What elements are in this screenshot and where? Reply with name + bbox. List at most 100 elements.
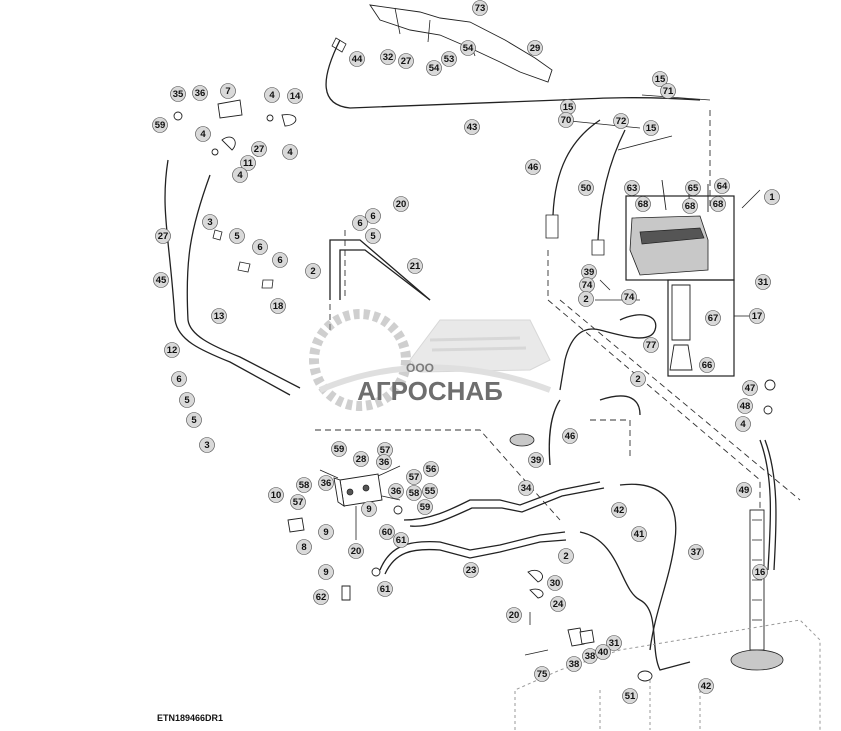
callout-number: 67 [708, 313, 719, 324]
pipe-21 [329, 239, 431, 301]
callout-16: 16 [752, 564, 768, 580]
machine-outline [514, 619, 821, 730]
callout-48: 48 [737, 398, 753, 414]
callout-number: 42 [701, 681, 712, 692]
callout-number: 2 [635, 374, 640, 385]
callout-14: 14 [287, 88, 303, 104]
callout-4: 4 [264, 87, 280, 103]
callout-number: 57 [380, 445, 391, 456]
callout-number: 68 [713, 199, 724, 210]
callout-number: 64 [717, 181, 728, 192]
callout-36: 36 [192, 85, 208, 101]
callout-47: 47 [742, 380, 758, 396]
callout-54: 54 [426, 60, 442, 76]
callout-number: 59 [155, 120, 166, 131]
callout-11: 11 [240, 155, 256, 171]
callout-12: 12 [164, 342, 180, 358]
callout-number: 60 [382, 527, 393, 538]
callout-58: 58 [406, 485, 422, 501]
callout-36: 36 [376, 454, 392, 470]
callout-number: 42 [614, 505, 625, 516]
callout-39: 39 [528, 452, 544, 468]
callout-75: 75 [534, 666, 550, 682]
callout-2: 2 [558, 548, 574, 564]
callout-number: 55 [425, 486, 436, 497]
callout-66: 66 [699, 357, 715, 373]
callout-73: 73 [472, 0, 488, 16]
callout-number: 39 [531, 455, 542, 466]
valve-block [319, 465, 401, 540]
callout-5: 5 [186, 412, 202, 428]
mounting-bracket [369, 4, 553, 83]
callout-21: 21 [407, 258, 423, 274]
bolt [741, 189, 761, 209]
callout-number: 34 [521, 483, 532, 494]
callout-28: 28 [353, 451, 369, 467]
diagram-id-label: ETN189466DR1 [157, 713, 224, 723]
callout-number: 65 [688, 183, 699, 194]
callout-74: 74 [579, 277, 595, 293]
callout-56: 56 [423, 461, 439, 477]
callout-number: 31 [758, 277, 769, 288]
callout-number: 15 [655, 74, 666, 85]
callout-number: 4 [237, 170, 243, 181]
callout-number: 36 [379, 457, 390, 468]
callout-number: 24 [553, 599, 564, 610]
callout-number: 14 [290, 91, 301, 102]
callout-6: 6 [252, 239, 268, 255]
callout-10: 10 [268, 487, 284, 503]
callout-number: 74 [624, 292, 635, 303]
callout-49: 49 [736, 482, 752, 498]
callout-2: 2 [305, 263, 321, 279]
callout-23: 23 [463, 562, 479, 578]
callout-number: 20 [351, 546, 362, 557]
callout-5: 5 [365, 228, 381, 244]
callout-number: 62 [316, 592, 327, 603]
callout-44: 44 [349, 51, 365, 67]
callout-2: 2 [578, 291, 594, 307]
lower-left-fittings [287, 505, 403, 601]
callout-number: 18 [273, 301, 284, 312]
callout-17: 17 [749, 308, 765, 324]
callout-46: 46 [562, 428, 578, 444]
callout-61: 61 [393, 532, 409, 548]
callout-9: 9 [318, 524, 334, 540]
callout-number: 41 [634, 529, 645, 540]
callout-number: 57 [409, 472, 420, 483]
callout-number: 4 [287, 147, 293, 158]
callout-43: 43 [464, 119, 480, 135]
callout-20: 20 [393, 196, 409, 212]
callout-number: 6 [176, 374, 181, 385]
callout-36: 36 [388, 483, 404, 499]
callout-number: 27 [254, 144, 265, 155]
callout-number: 36 [391, 486, 402, 497]
callout-number: 4 [269, 90, 275, 101]
callout-number: 46 [565, 431, 576, 442]
callout-number: 2 [583, 294, 588, 305]
callout-59: 59 [152, 117, 168, 133]
lower-hydraulic-lines [379, 439, 777, 671]
callout-30: 30 [547, 575, 563, 591]
callout-number: 30 [550, 578, 561, 589]
callout-number: 38 [569, 659, 580, 670]
callout-38: 38 [582, 648, 598, 664]
company-prefix: ООО [406, 361, 434, 375]
callout-number: 36 [195, 88, 206, 99]
callout-number: 47 [745, 383, 756, 394]
callout-27: 27 [398, 53, 414, 69]
callout-number: 45 [156, 275, 167, 286]
callout-number: 38 [585, 651, 596, 662]
reference-lines [315, 110, 801, 640]
callout-59: 59 [331, 441, 347, 457]
callout-70: 70 [558, 112, 574, 128]
callout-62: 62 [313, 589, 329, 605]
callout-29: 29 [527, 40, 543, 56]
callout-2: 2 [630, 371, 646, 387]
callout-67: 67 [705, 310, 721, 326]
callout-number: 53 [444, 54, 455, 65]
callout-4: 4 [195, 126, 211, 142]
callout-number: 5 [184, 395, 190, 406]
callout-number: 28 [356, 454, 367, 465]
